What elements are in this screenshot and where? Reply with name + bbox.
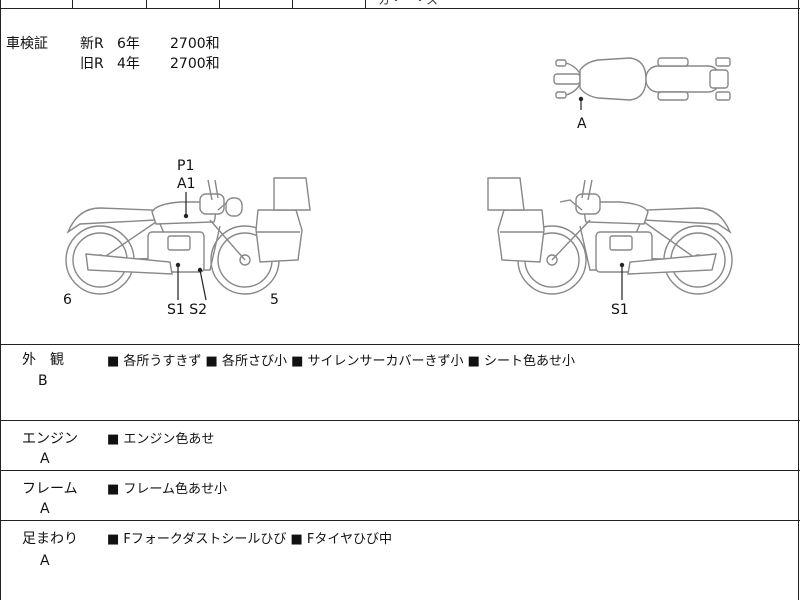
motorcycle-right-side-icon [487, 177, 733, 300]
header-partial-text: カ・ー・ス [378, 0, 439, 7]
label-right-s1: S1 [611, 302, 629, 318]
inspection-price-old: 2700和 [170, 56, 220, 72]
section-suspension-name: 足まわり [22, 531, 78, 547]
label-s1-s2: S1 S2 [167, 302, 208, 318]
section-exterior-grade: B [38, 373, 48, 389]
header-cell-divider [365, 0, 366, 8]
header-cell-divider [219, 0, 220, 8]
header-cell-divider [146, 0, 147, 8]
inspection-years-new: 6年 [117, 36, 140, 52]
label-a1: A1 [177, 176, 196, 192]
label-top-a: A [577, 116, 587, 132]
inspection-years-old: 4年 [117, 56, 140, 72]
inspection-type-new: 新R [80, 36, 104, 52]
section-engine-items: ■ エンジン色あせ [107, 432, 215, 447]
section-divider [0, 420, 800, 421]
section-suspension-grade: A [40, 553, 50, 569]
section-frame-items: ■ フレーム色あせ小 [107, 482, 228, 497]
label-6: 6 [63, 292, 72, 308]
header-divider [0, 8, 800, 9]
inspection-type-old: 旧R [80, 56, 104, 72]
label-p1: P1 [177, 158, 195, 174]
section-frame-grade: A [40, 501, 50, 517]
section-divider [0, 520, 800, 521]
motorcycle-top-view-icon [553, 57, 731, 110]
label-5: 5 [270, 292, 279, 308]
section-exterior-name: 外 観 [22, 352, 64, 368]
inspection-label: 車検証 [6, 36, 48, 52]
header-cell-divider [72, 0, 73, 8]
section-divider [0, 344, 800, 345]
section-suspension-items: ■ Fフォークダストシールひび ■ Fタイヤひび中 [107, 532, 393, 547]
section-engine-grade: A [40, 451, 50, 467]
section-frame-name: フレーム [22, 481, 78, 497]
motorcycle-left-side-icon [65, 177, 311, 301]
section-engine-name: エンジン [22, 431, 78, 447]
header-cell-divider [292, 0, 293, 8]
section-divider [0, 470, 800, 471]
section-exterior-items: ■ 各所うすきず ■ 各所さび小 ■ サイレンサーカバーきず小 ■ シート色あせ… [107, 354, 576, 369]
inspection-price-new: 2700和 [170, 36, 220, 52]
